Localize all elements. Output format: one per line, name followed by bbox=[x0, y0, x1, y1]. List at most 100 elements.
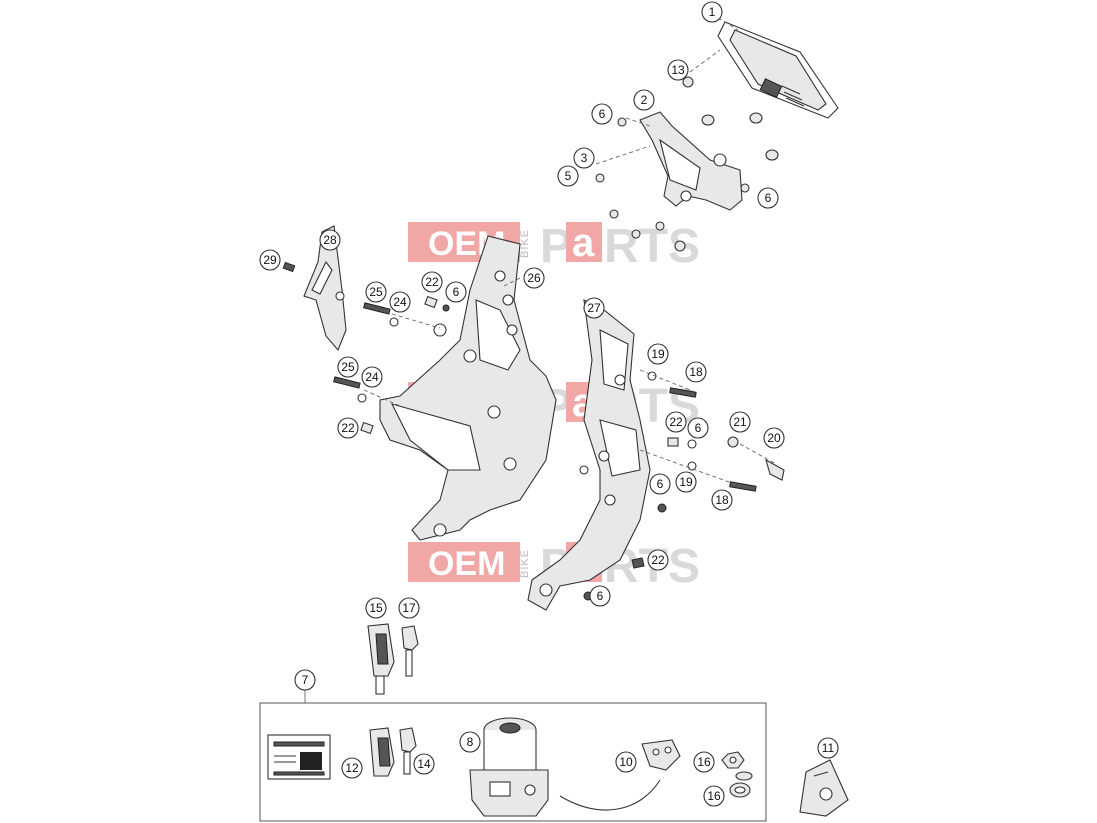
svg-text:6: 6 bbox=[695, 421, 702, 435]
callout-16: 16 bbox=[703, 785, 725, 807]
svg-text:7: 7 bbox=[302, 673, 309, 687]
callout-10: 10 bbox=[615, 751, 637, 773]
bolts-left bbox=[333, 295, 450, 435]
callout-18-a: 18 bbox=[685, 361, 707, 383]
ignition-lock bbox=[469, 717, 549, 817]
svg-text:2: 2 bbox=[641, 93, 648, 107]
svg-text:3: 3 bbox=[581, 151, 588, 165]
callout-6-d: 6 bbox=[687, 417, 709, 439]
svg-text:6: 6 bbox=[597, 589, 604, 603]
svg-text:27: 27 bbox=[587, 301, 601, 315]
callout-17: 16 bbox=[693, 751, 715, 773]
svg-text:15: 15 bbox=[369, 601, 383, 615]
svg-text:19: 19 bbox=[679, 475, 693, 489]
callout-6-f: 6 bbox=[589, 585, 611, 607]
callout-19-a: 19 bbox=[647, 343, 669, 365]
svg-text:20: 20 bbox=[767, 431, 781, 445]
svg-text:18: 18 bbox=[689, 365, 703, 379]
svg-text:8: 8 bbox=[467, 735, 474, 749]
cover-11 bbox=[799, 759, 849, 817]
dashboard-display bbox=[717, 21, 839, 119]
svg-text:5: 5 bbox=[565, 169, 572, 183]
svg-text:10: 10 bbox=[619, 755, 633, 769]
callout-6-a: 6 bbox=[591, 103, 613, 125]
callout-26: 26 bbox=[523, 267, 545, 289]
key-14 bbox=[399, 727, 417, 775]
key-12 bbox=[369, 727, 395, 777]
svg-text:BIKE: BIKE bbox=[519, 229, 531, 258]
svg-text:29: 29 bbox=[263, 253, 277, 267]
key-15 bbox=[401, 625, 419, 677]
key-13 bbox=[367, 623, 395, 695]
svg-text:24: 24 bbox=[365, 370, 379, 384]
svg-text:18: 18 bbox=[715, 493, 729, 507]
callout-25-b: 25 bbox=[337, 356, 359, 378]
screw-29 bbox=[282, 261, 296, 273]
nut-17 bbox=[721, 751, 745, 769]
callout-8: 8 bbox=[459, 731, 481, 753]
callout-2: 2 bbox=[633, 89, 655, 111]
callout-21: 21 bbox=[729, 411, 751, 433]
svg-text:17: 17 bbox=[402, 601, 416, 615]
callout-22-d: 22 bbox=[647, 549, 669, 571]
kit-box bbox=[259, 702, 767, 822]
callout-20: 20 bbox=[763, 427, 785, 449]
svg-text:1: 1 bbox=[709, 5, 716, 19]
callout-6-e: 6 bbox=[649, 473, 671, 495]
svg-text:22: 22 bbox=[669, 415, 683, 429]
callout-19-b: 19 bbox=[675, 471, 697, 493]
svg-text:BIKE: BIKE bbox=[519, 549, 531, 578]
callout-4: 13 bbox=[667, 59, 689, 81]
svg-text:28: 28 bbox=[323, 233, 337, 247]
callout-25-a: 25 bbox=[365, 281, 387, 303]
svg-text:25: 25 bbox=[341, 360, 355, 374]
svg-text:a: a bbox=[572, 221, 595, 265]
callout-1: 1 bbox=[701, 1, 723, 23]
callout-13: 15 bbox=[365, 597, 387, 619]
callout-7: 7 bbox=[294, 669, 316, 691]
svg-text:14: 14 bbox=[417, 757, 431, 771]
callout-12: 12 bbox=[341, 757, 363, 779]
svg-text:16: 16 bbox=[697, 755, 711, 769]
bolts-right bbox=[583, 371, 785, 601]
svg-text:21: 21 bbox=[733, 415, 747, 429]
svg-text:RTS: RTS bbox=[604, 220, 700, 273]
callout-3: 3 bbox=[573, 147, 595, 169]
svg-text:OEM: OEM bbox=[428, 545, 505, 583]
seal-16 bbox=[729, 771, 753, 798]
svg-text:19: 19 bbox=[651, 347, 665, 361]
svg-text:24: 24 bbox=[393, 295, 407, 309]
dashboard-bracket bbox=[639, 111, 743, 211]
svg-text:13: 13 bbox=[671, 63, 685, 77]
lock-cable-10 bbox=[559, 739, 681, 811]
callout-14: 14 bbox=[413, 753, 435, 775]
callout-24-b: 24 bbox=[361, 366, 383, 388]
front-frame-left bbox=[379, 235, 557, 541]
callout-24-a: 24 bbox=[389, 291, 411, 313]
svg-text:16: 16 bbox=[707, 789, 721, 803]
svg-text:12: 12 bbox=[345, 761, 359, 775]
callout-22-c: 22 bbox=[337, 417, 359, 439]
svg-text:6: 6 bbox=[657, 477, 664, 491]
callout-11: 11 bbox=[817, 737, 839, 759]
callout-28: 28 bbox=[319, 229, 341, 251]
side-cover-left bbox=[303, 225, 347, 352]
svg-text:6: 6 bbox=[453, 285, 460, 299]
barcode-label bbox=[267, 734, 331, 780]
callout-5: 5 bbox=[557, 165, 579, 187]
callout-18-b: 18 bbox=[711, 489, 733, 511]
svg-text:25: 25 bbox=[369, 285, 383, 299]
callout-6-b: 6 bbox=[757, 187, 779, 209]
callout-27: 27 bbox=[583, 297, 605, 319]
callout-6-c: 6 bbox=[445, 281, 467, 303]
watermark-top: OEM BIKE P a RTS bbox=[408, 220, 700, 273]
callout-22-a: 22 bbox=[421, 271, 443, 293]
svg-text:26: 26 bbox=[527, 271, 541, 285]
callout-15: 17 bbox=[398, 597, 420, 619]
svg-text:22: 22 bbox=[341, 421, 355, 435]
rubber-grommets bbox=[595, 76, 779, 252]
svg-text:6: 6 bbox=[599, 107, 606, 121]
svg-text:22: 22 bbox=[651, 553, 665, 567]
